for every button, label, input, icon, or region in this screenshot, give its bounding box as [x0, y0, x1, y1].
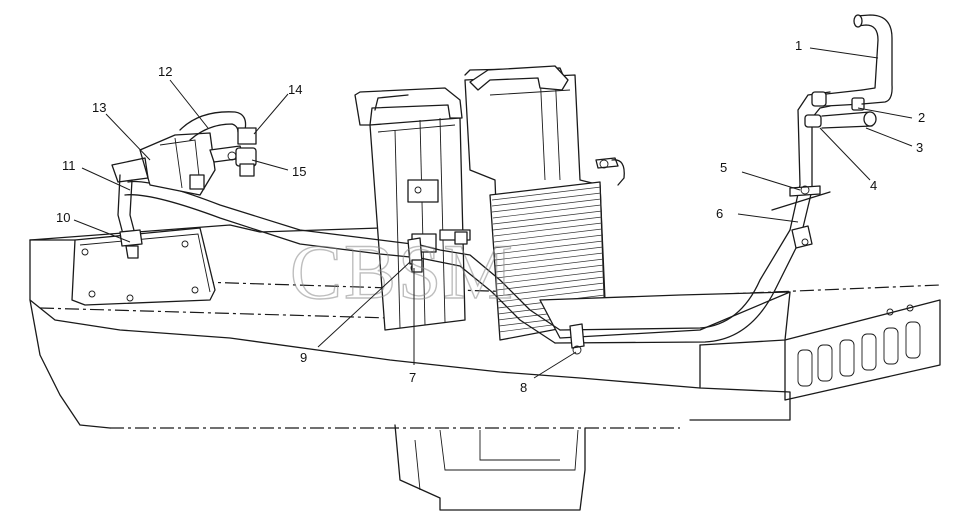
callout-6: 6 — [716, 206, 723, 221]
callout-7: 7 — [409, 370, 416, 385]
callout-2: 2 — [918, 110, 925, 125]
callout-9: 9 — [300, 350, 307, 365]
left-fitting-cluster — [111, 111, 257, 259]
chassis-frame — [29, 224, 941, 511]
callout-labels: 1 2 3 4 5 6 7 8 9 10 11 12 13 14 15 — [56, 38, 925, 395]
main-hose — [124, 180, 801, 344]
radiator-assembly — [354, 65, 625, 341]
right-pipe-assembly — [771, 14, 893, 249]
callout-13: 13 — [92, 100, 106, 115]
callout-15: 15 — [292, 164, 306, 179]
callout-5: 5 — [720, 160, 727, 175]
callout-3: 3 — [916, 140, 923, 155]
left-tank — [29, 227, 216, 306]
callout-11: 11 — [62, 158, 76, 173]
callout-4: 4 — [870, 178, 877, 193]
callout-8: 8 — [520, 380, 527, 395]
callout-12: 12 — [158, 64, 172, 79]
callout-1: 1 — [795, 38, 802, 53]
watermark-text: CBSM — [290, 228, 515, 315]
callout-14: 14 — [288, 82, 302, 97]
support-plate — [539, 291, 791, 339]
leader-lines — [73, 47, 913, 379]
hose-clamps — [407, 237, 585, 355]
callout-10: 10 — [56, 210, 70, 225]
